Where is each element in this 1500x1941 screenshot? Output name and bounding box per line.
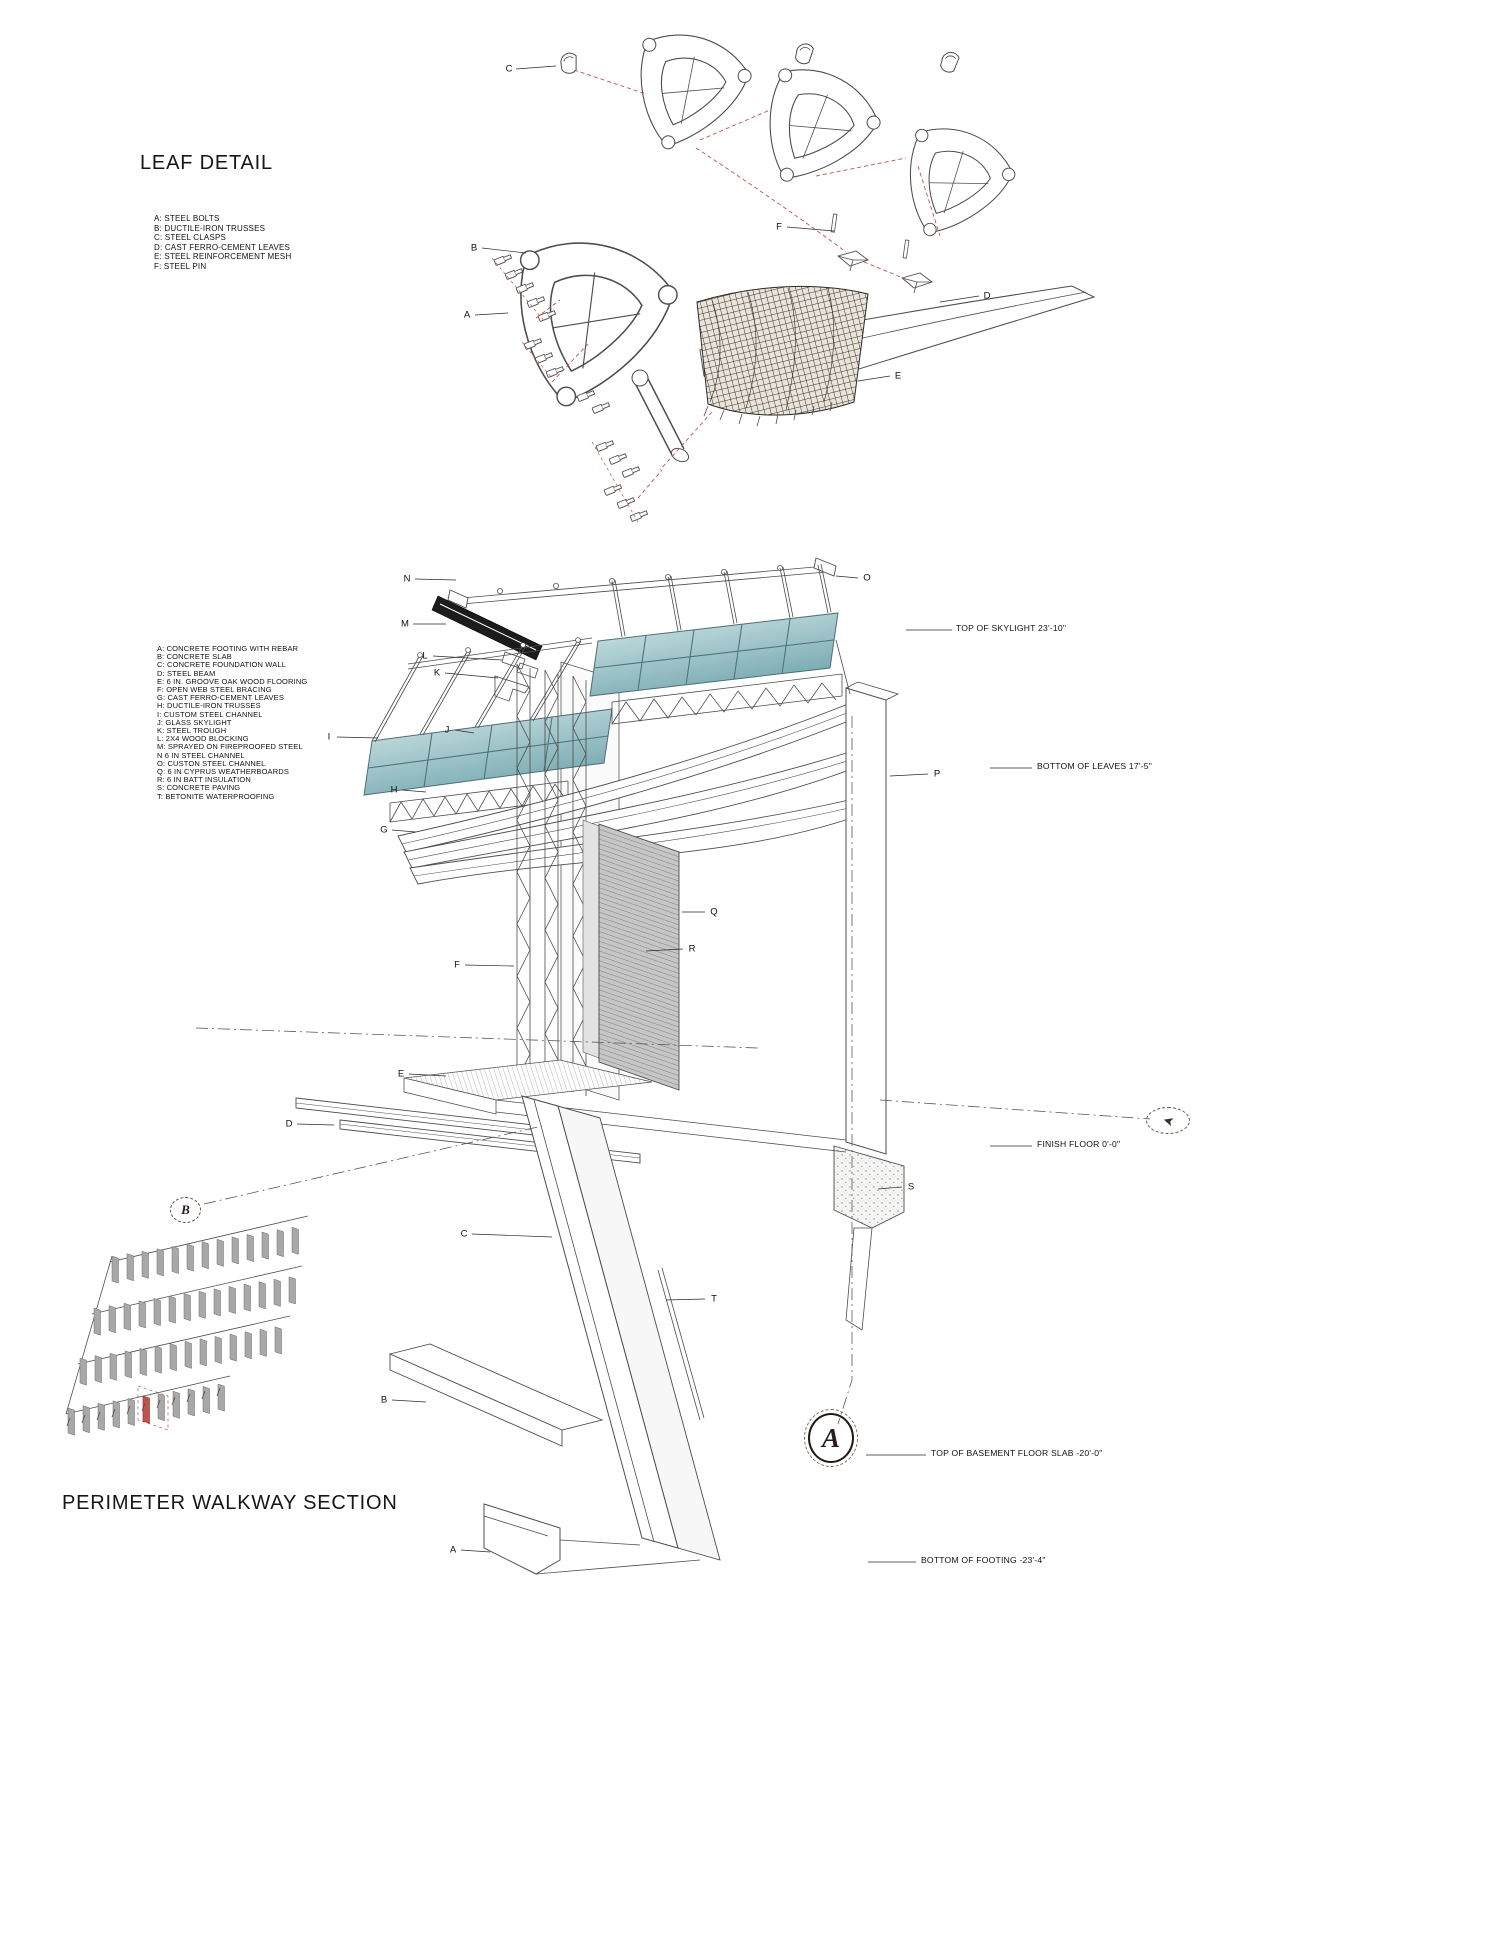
callout-d: D <box>983 290 991 302</box>
steel-clasp <box>939 50 961 75</box>
legend-line: R: 6 IN BATT INSULATION <box>157 775 251 785</box>
elevation-finish-floor: FINISH FLOOR 0'-0" <box>1037 1139 1121 1149</box>
callout-a: A <box>463 309 471 321</box>
cypress-weatherboards <box>598 823 680 1091</box>
legend-line: E: STEEL REINFORCEMENT MESH <box>154 252 292 262</box>
callout-m: M <box>401 618 409 630</box>
ductile-iron-truss <box>514 240 680 411</box>
callout-g: G <box>380 824 388 836</box>
walkway-section-title: PERIMETER WALKWAY SECTION <box>62 1492 398 1514</box>
callout-e: E <box>894 370 902 382</box>
legend-line: A: CONCRETE FOOTING WITH REBAR <box>157 644 299 653</box>
elevation-top-of-skylight: TOP OF SKYLIGHT 23'-10" <box>956 623 1067 633</box>
callout-f2: F <box>454 959 460 971</box>
ductile-iron-trusses <box>389 673 843 823</box>
callout-k: K <box>433 667 441 679</box>
legend-line: S: CONCRETE PAVING <box>157 783 241 793</box>
legend-line: D: STEEL BEAM <box>157 668 216 678</box>
legend-line: D: CAST FERRO-CEMENT LEAVES <box>154 242 291 252</box>
callout-c: C <box>505 63 513 75</box>
clasp-seat <box>901 272 933 289</box>
concrete-paving <box>833 1145 905 1229</box>
reinforcement-mesh <box>696 285 869 416</box>
ductile-iron-truss <box>895 121 1023 251</box>
section-marker-a: A <box>804 1409 858 1467</box>
concrete-footing <box>483 1503 701 1575</box>
legend-line: Q: 6 IN CYPRUS WEATHERBOARDS <box>157 767 289 777</box>
callout-n: N <box>403 573 411 585</box>
detail-marker-b-letter: B <box>181 1202 190 1217</box>
callout-j: J <box>444 724 450 736</box>
site-plan-inset <box>65 1215 309 1436</box>
leaf-detail-title: LEAF DETAIL <box>140 152 273 174</box>
callout-b: B <box>470 242 478 254</box>
callout-p: P <box>933 768 941 780</box>
section-marker-a-letter: A <box>821 1422 840 1453</box>
fireproofed-steel-beam <box>431 595 543 661</box>
callout-l: L <box>422 650 428 662</box>
callout-t: T <box>711 1293 717 1305</box>
legend-line: C: CONCRETE FOUNDATION WALL <box>157 660 287 670</box>
callout-c2: C <box>460 1228 468 1240</box>
concrete-slab <box>388 1343 604 1447</box>
steel-clasp <box>794 42 815 66</box>
rafter-pins <box>496 565 784 595</box>
elevation-bottom-of-footing: BOTTOM OF FOOTING -23'-4" <box>921 1555 1046 1565</box>
leaf-detail-figure <box>474 30 1096 523</box>
section-arrow-marker: ➤ <box>1146 1107 1190 1134</box>
steel-trough <box>494 675 530 702</box>
legend-line: T: BETONITE WATERPROOFING <box>157 791 275 801</box>
steel-pin <box>902 239 910 259</box>
legend-line: H: DUCTILE-IRON TRUSSES <box>157 701 261 711</box>
callout-s: S <box>907 1181 915 1193</box>
legend-line: K: STEEL TROUGH <box>157 726 227 736</box>
legend-line: M: SPRAYED ON FIREPROOFED STEEL <box>157 742 303 752</box>
legend-line: L: 2X4 WOOD BLOCKING <box>157 734 249 744</box>
ductile-iron-truss <box>631 30 756 158</box>
steel-channel-o <box>813 557 837 577</box>
legend-line: N 6 IN STEEL CHANNEL <box>157 750 245 760</box>
legend-line: F: OPEN WEB STEEL BRACING <box>157 685 272 695</box>
legend-line: F: STEEL PIN <box>154 261 207 271</box>
walkway-section-figure <box>195 557 1151 1575</box>
callout-b2: B <box>380 1394 388 1406</box>
legend-line: J: GLASS SKYLIGHT <box>157 717 232 727</box>
legend-line: A: STEEL BOLTS <box>154 214 220 223</box>
legend-line: B: CONCRETE SLAB <box>157 652 232 662</box>
steel-pin <box>830 213 838 233</box>
open-web-steel-bracing <box>516 663 587 1096</box>
steel-channel-n <box>447 589 469 609</box>
highlighted-section-location <box>142 1395 150 1424</box>
callout-e2: E <box>397 1068 405 1080</box>
callout-r: R <box>688 943 696 955</box>
legend-line: E: 6 IN. GROOVE OAK WOOD FLOORING <box>157 676 308 686</box>
detail-marker-b: B <box>170 1197 201 1223</box>
legend-line: B: DUCTILE-IRON TRUSSES <box>154 223 266 233</box>
callout-i: I <box>327 731 331 743</box>
legend-line: O: CUSTON STEEL CHANNEL <box>157 758 266 768</box>
legend-line: C: STEEL CLASPS <box>154 233 227 243</box>
callout-d2: D <box>285 1118 293 1130</box>
legend-line: G: CAST FERRO-CEMENT LEAVES <box>157 693 284 703</box>
batt-insulation <box>582 819 600 1059</box>
bentonite-waterproofing <box>657 1267 705 1421</box>
elevation-basement-slab: TOP OF BASEMENT FLOOR SLAB -20'-0" <box>931 1448 1103 1458</box>
section-arrow-icon: ➤ <box>1160 1112 1176 1130</box>
callout-q: Q <box>710 906 718 918</box>
elevation-bottom-of-leaves: BOTTOM OF LEAVES 17'-5" <box>1037 761 1152 771</box>
clasp-seat <box>837 250 869 267</box>
callout-h: H <box>390 784 398 796</box>
legend-line: I: CUSTOM STEEL CHANNEL <box>157 709 263 719</box>
ductile-iron-truss <box>750 60 890 203</box>
wood-blocking <box>501 651 539 679</box>
callout-f: F <box>776 221 782 233</box>
callout-o: O <box>863 572 871 584</box>
right-wall <box>845 687 887 1155</box>
callout-a2: A <box>449 1544 457 1556</box>
